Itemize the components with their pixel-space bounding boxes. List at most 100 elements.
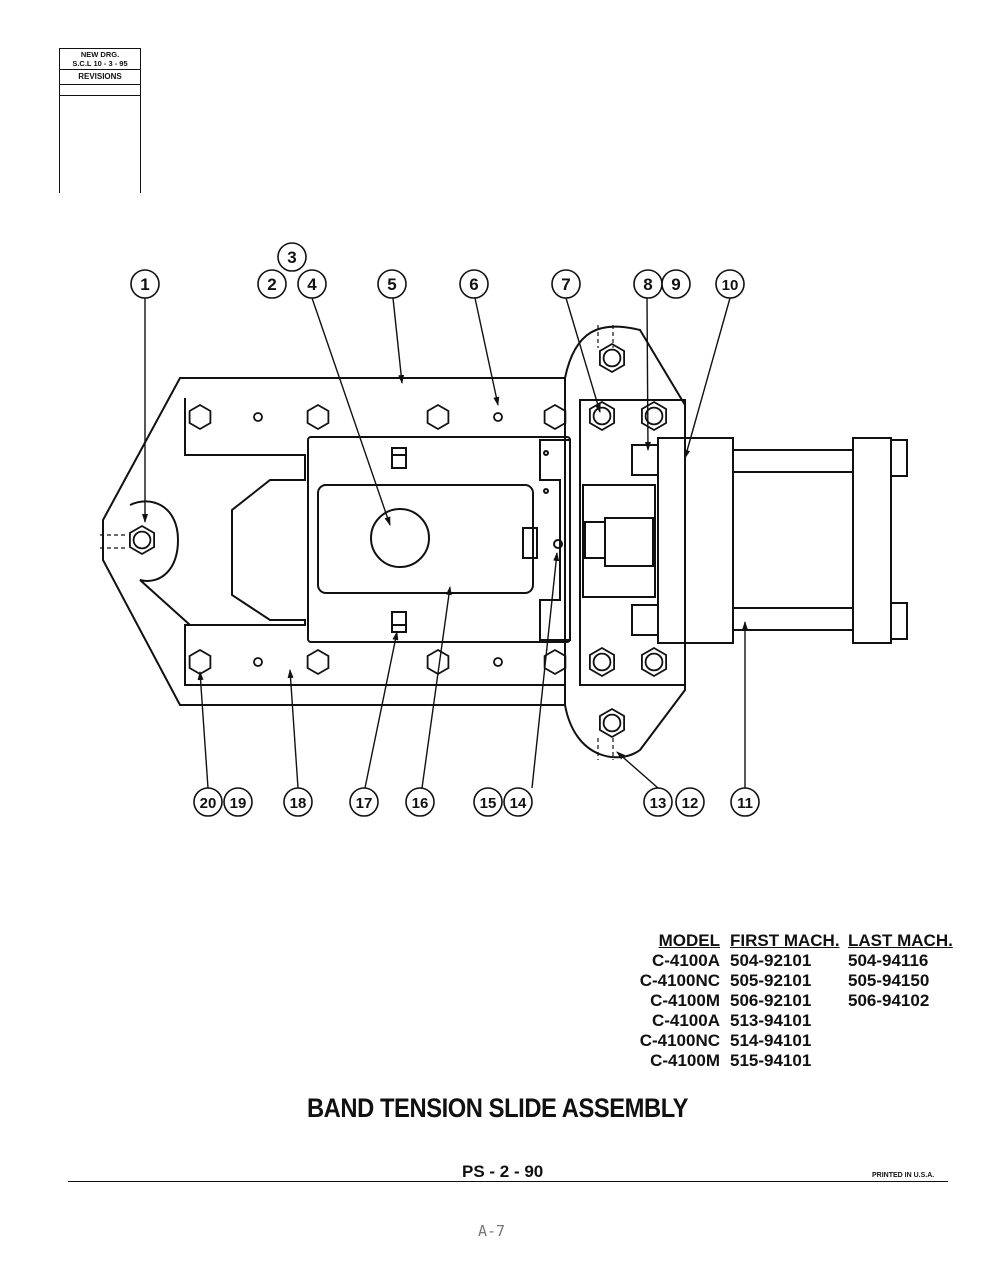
mount-hole bbox=[493, 412, 503, 422]
callout-10: 10 bbox=[715, 269, 745, 299]
nut-bore bbox=[644, 406, 664, 426]
revision-header: NEW DRG. S.C.L 10 - 3 - 95 bbox=[60, 48, 140, 70]
cell-model: C-4100A bbox=[651, 951, 720, 970]
table-row: C-4100A 504-92101 504-94116 bbox=[628, 951, 958, 971]
revision-line-1: NEW DRG. bbox=[80, 50, 120, 59]
cell-first: 506-92101 bbox=[730, 991, 812, 1010]
callout-16: 16 bbox=[405, 787, 435, 817]
slide-inner bbox=[317, 484, 534, 594]
grease-fitting-top bbox=[391, 447, 407, 469]
hex-nut-icon bbox=[599, 707, 625, 739]
callout-label: 15 bbox=[480, 795, 497, 812]
hex-nut-icon bbox=[306, 648, 330, 676]
nut-bore bbox=[602, 713, 622, 733]
callout-label: 7 bbox=[561, 275, 570, 294]
cell-last bbox=[848, 1051, 958, 1071]
callout-label: 6 bbox=[469, 275, 478, 294]
callout-label: 20 bbox=[200, 795, 217, 812]
callout-label: 16 bbox=[412, 795, 429, 812]
table-row: C-4100M 506-92101 506-94102 bbox=[628, 991, 958, 1011]
mount-hole bbox=[253, 657, 263, 667]
hex-nut-icon bbox=[188, 648, 212, 676]
side-bolt-upper bbox=[631, 444, 659, 476]
callout-15: 15 bbox=[473, 787, 503, 817]
cell-first: 515-94101 bbox=[730, 1051, 812, 1070]
revision-row bbox=[60, 85, 140, 96]
callout-11: 11 bbox=[730, 787, 760, 817]
callout-7: 7 bbox=[551, 269, 581, 299]
hex-nut-icon bbox=[188, 403, 212, 431]
callout-label: 2 bbox=[267, 275, 276, 294]
hex-nut-icon bbox=[426, 403, 450, 431]
hex-nut-icon bbox=[641, 646, 667, 678]
mount-hole bbox=[253, 412, 263, 422]
clamp-block bbox=[582, 484, 656, 598]
leader-lines bbox=[142, 297, 748, 789]
cell-model: C-4100A bbox=[651, 1011, 720, 1030]
hex-nut-icon bbox=[641, 400, 667, 432]
callout-4: 4 bbox=[297, 269, 327, 299]
cell-first: 505-92101 bbox=[730, 971, 812, 990]
plate-block bbox=[579, 399, 686, 686]
pin-1 bbox=[543, 450, 549, 456]
header-model: MODEL bbox=[658, 931, 720, 950]
cell-model: C-4100NC bbox=[639, 971, 720, 990]
cell-first: 513-94101 bbox=[730, 1011, 812, 1030]
hex-nut-icon bbox=[128, 524, 156, 556]
callout-3: 3 bbox=[277, 242, 307, 272]
nut-bore bbox=[602, 348, 622, 368]
small-hole bbox=[553, 539, 563, 549]
printed-note: PRINTED IN U.S.A. bbox=[872, 1172, 935, 1179]
hex-nut-icon bbox=[599, 342, 625, 374]
cell-first: 514-94101 bbox=[730, 1031, 812, 1050]
cylinder-endcap bbox=[852, 437, 892, 644]
cell-last: 505-94150 bbox=[848, 971, 930, 990]
housing-outline bbox=[102, 377, 566, 706]
callout-17: 17 bbox=[349, 787, 379, 817]
callout-label: 17 bbox=[356, 795, 373, 812]
hex-nut-icon bbox=[589, 646, 615, 678]
model-table: MODEL FIRST MACH. LAST MACH. C-4100A 504… bbox=[628, 931, 958, 1071]
pivot-lobe bbox=[129, 500, 191, 626]
pin-2 bbox=[543, 488, 549, 494]
revision-block: NEW DRG. S.C.L 10 - 3 - 95 REVISIONS bbox=[59, 48, 141, 193]
mounting-plate bbox=[564, 325, 686, 759]
callout-6: 6 bbox=[459, 269, 489, 299]
endcap-bolt-lower bbox=[890, 602, 908, 640]
hex-nut-icon bbox=[543, 648, 567, 676]
callout-13: 13 bbox=[643, 787, 673, 817]
cell-last bbox=[848, 1031, 958, 1051]
slide-bore bbox=[370, 508, 430, 568]
cell-last: 506-94102 bbox=[848, 991, 930, 1010]
callout-label: 14 bbox=[510, 795, 527, 812]
hex-nut-icon bbox=[306, 403, 330, 431]
hex-nut-icon bbox=[543, 403, 567, 431]
callout-label: 11 bbox=[737, 795, 753, 812]
slide-block bbox=[307, 436, 571, 643]
nut-bore bbox=[132, 530, 152, 550]
mount-hole bbox=[493, 657, 503, 667]
table-row: C-4100NC 505-92101 505-94150 bbox=[628, 971, 958, 991]
header-first-mach: FIRST MACH. bbox=[730, 931, 840, 950]
callout-1: 1 bbox=[130, 269, 160, 299]
callout-label: 4 bbox=[307, 275, 317, 294]
callout-8: 8 bbox=[633, 269, 663, 299]
nut-bore bbox=[592, 406, 612, 426]
callout-label: 5 bbox=[387, 275, 396, 294]
cell-model: C-4100M bbox=[650, 991, 720, 1010]
inner-cavity bbox=[184, 398, 565, 686]
hex-nuts bbox=[128, 342, 667, 739]
table-row: C-4100M 515-94101 bbox=[628, 1051, 958, 1071]
revisions-label: REVISIONS bbox=[60, 70, 140, 85]
table-row: C-4100A 513-94101 bbox=[628, 1011, 958, 1031]
hex-nut-icon bbox=[589, 400, 615, 432]
callout-label: 9 bbox=[671, 275, 680, 294]
nut-bore bbox=[592, 652, 612, 672]
footer-divider bbox=[68, 1181, 948, 1182]
revision-line-2: S.C.L 10 - 3 - 95 bbox=[72, 59, 128, 68]
header-last-mach: LAST MACH. bbox=[848, 931, 953, 950]
side-bolt-lower bbox=[631, 604, 659, 636]
callout-14: 14 bbox=[503, 787, 533, 817]
